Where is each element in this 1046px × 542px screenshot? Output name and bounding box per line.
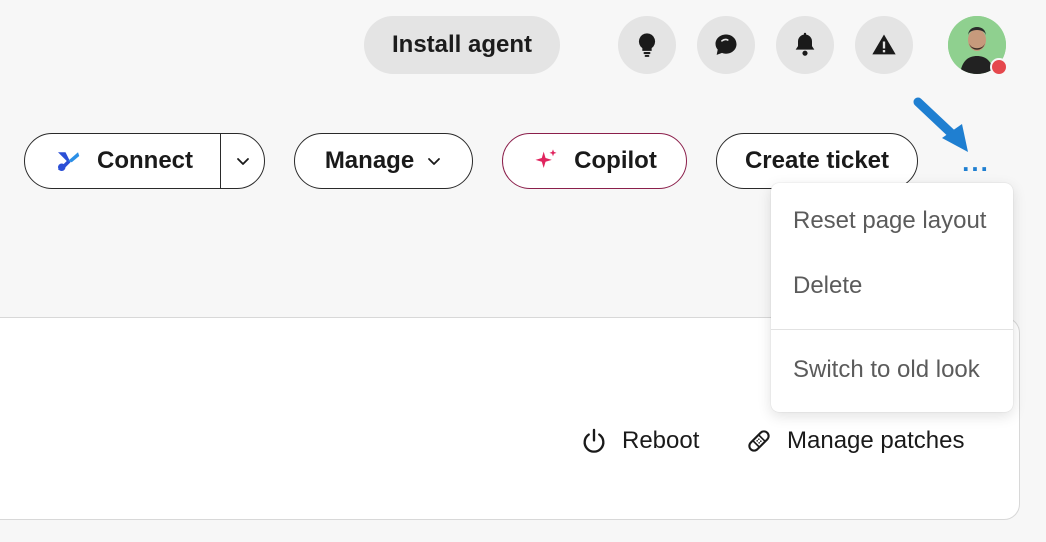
manage-label: Manage	[324, 147, 415, 174]
tips-button[interactable]	[618, 16, 676, 74]
user-avatar[interactable]	[948, 16, 1010, 78]
connect-label: Connect	[97, 147, 193, 174]
install-agent-button[interactable]: Install agent	[364, 16, 560, 74]
create-ticket-button[interactable]: Create ticket	[716, 133, 918, 189]
sparkle-icon	[535, 149, 557, 168]
bandage-icon	[748, 430, 770, 452]
status-indicator	[990, 58, 1008, 76]
more-options-menu: Reset page layout Delete Switch to old l…	[771, 183, 1013, 412]
more-options-button[interactable]: ...	[958, 147, 994, 177]
connect-dropdown-toggle[interactable]	[221, 134, 264, 188]
reboot-label: Reboot	[622, 427, 700, 454]
chat-icon	[715, 34, 737, 55]
menu-item-reset-page-layout[interactable]: Reset page layout	[793, 207, 987, 234]
manage-patches-button[interactable]: Manage patches	[745, 422, 964, 460]
lightbulb-icon	[638, 33, 656, 57]
chevron-down-icon	[428, 158, 441, 165]
menu-item-delete[interactable]: Delete	[793, 272, 863, 299]
manage-patches-label: Manage patches	[787, 427, 965, 454]
reboot-button[interactable]: Reboot	[580, 422, 699, 460]
bell-icon	[795, 32, 815, 56]
connect-button[interactable]: Connect	[25, 134, 221, 188]
chat-button[interactable]	[697, 16, 755, 74]
more-icon: ...	[962, 146, 990, 177]
menu-divider	[771, 329, 1013, 330]
power-icon	[583, 428, 605, 453]
copilot-button[interactable]: Copilot	[502, 133, 687, 189]
alert-icon	[872, 34, 896, 55]
connect-icon	[58, 152, 80, 171]
notifications-button[interactable]	[776, 16, 834, 74]
manage-button[interactable]: Manage	[294, 133, 473, 189]
create-ticket-label: Create ticket	[744, 147, 890, 174]
avatar	[948, 16, 1006, 74]
connect-split-button: Connect	[24, 133, 265, 189]
copilot-label: Copilot	[574, 147, 657, 174]
alerts-button[interactable]	[855, 16, 913, 74]
menu-item-switch-to-old-look[interactable]: Switch to old look	[793, 356, 980, 383]
chevron-down-icon	[236, 158, 249, 165]
pointer-arrow-icon	[913, 97, 968, 152]
